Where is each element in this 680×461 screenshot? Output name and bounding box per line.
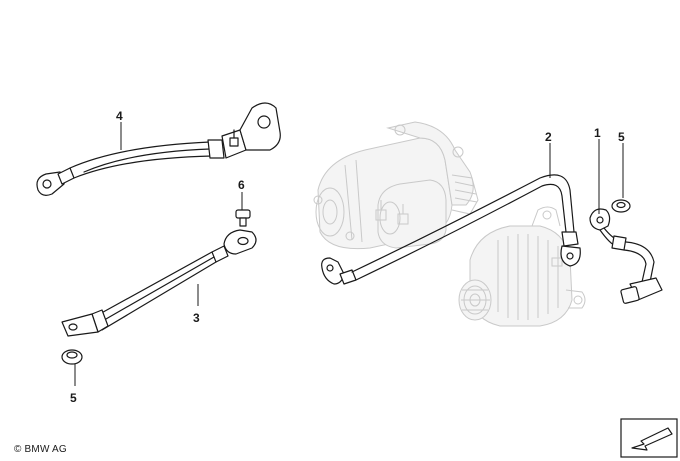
callout-1: 1	[594, 126, 601, 140]
next-page-arrow-icon[interactable]	[620, 418, 678, 458]
ground-strap-3	[61, 229, 257, 337]
callout-4: 4	[116, 109, 123, 123]
nut-5-right	[611, 199, 631, 213]
callout-5-right: 5	[618, 130, 625, 144]
callout-3: 3	[193, 311, 200, 325]
leader-lines	[74, 122, 624, 386]
battery-cable-4	[36, 102, 281, 196]
cable-1	[589, 208, 663, 304]
callout-6: 6	[238, 178, 245, 192]
cable-2	[321, 174, 581, 285]
cap-nut-5-left	[61, 349, 83, 365]
copyright-text: © BMW AG	[14, 444, 67, 455]
bolt-6	[235, 209, 251, 227]
callout-2: 2	[545, 130, 552, 144]
starter-motor-illustration	[313, 121, 479, 250]
callout-5-left: 5	[70, 391, 77, 405]
alternator-illustration	[458, 206, 586, 327]
